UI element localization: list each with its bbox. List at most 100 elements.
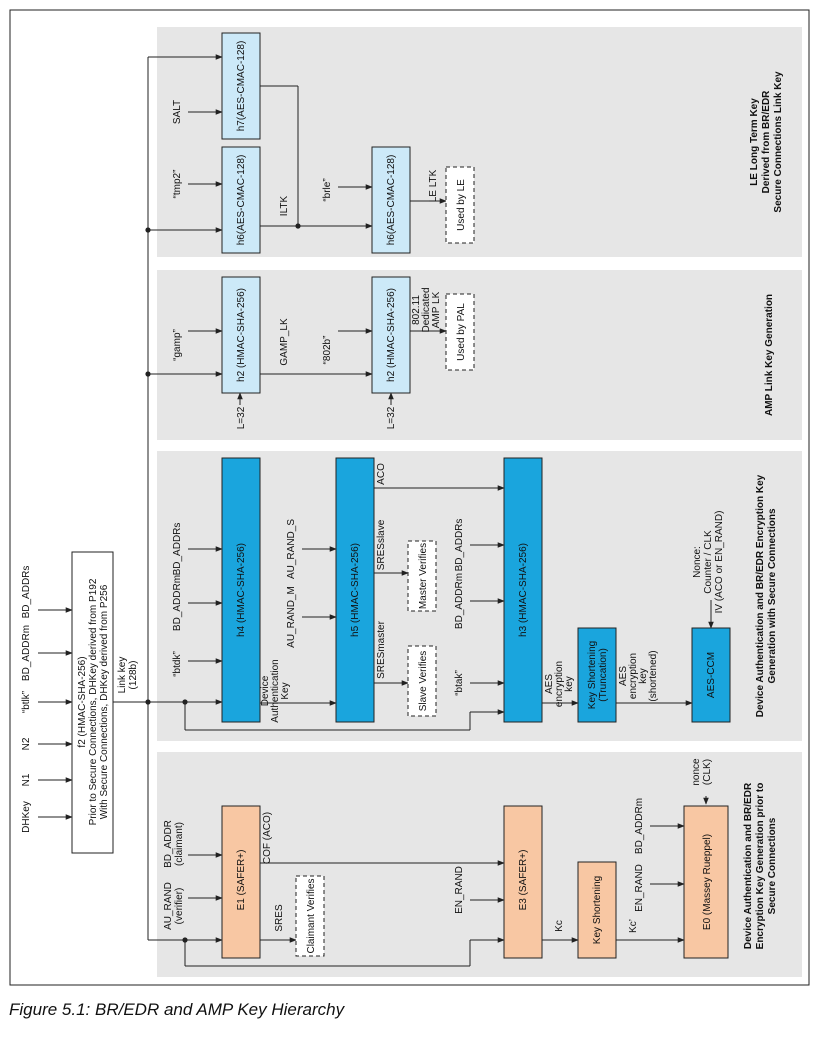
btlk-label: “btlk” bbox=[21, 691, 32, 713]
le-section-title-3: Secure Connections Link Key bbox=[773, 71, 784, 213]
l32b-label: L=32 bbox=[386, 406, 397, 429]
e3-label: E3 (SAFER+) bbox=[518, 850, 529, 911]
gamp-lk-label: GAMP_LK bbox=[279, 318, 290, 366]
key-shortening-truncation-line1: Key Shortening bbox=[587, 641, 598, 709]
amp-lk-line3: AMP LK bbox=[431, 291, 442, 328]
le-section-title-2: Derived from BR/EDR bbox=[761, 90, 772, 194]
e0-label: E0 (Massey Rueppel) bbox=[702, 834, 713, 930]
h2b-box bbox=[371, 276, 411, 394]
junction-dot bbox=[145, 227, 151, 233]
h2b-label: h2 (HMAC-SHA-256) bbox=[386, 288, 397, 382]
au-rand-s-label: AU_RAND_S bbox=[286, 519, 297, 579]
junction-dot bbox=[295, 223, 301, 229]
slave-verifies-label: Slave Verifies bbox=[418, 651, 429, 712]
key-shortening-truncation-line2: (Truncation) bbox=[598, 648, 609, 702]
amp-lk-panel bbox=[157, 270, 802, 440]
btdk-label: “btdk” bbox=[172, 651, 183, 677]
salt-label: SALT bbox=[172, 100, 183, 124]
tmp2-label: “tmp2” bbox=[172, 170, 183, 199]
h7-box bbox=[221, 32, 261, 140]
h3-bd-addrs-label: BD_ADDRs bbox=[454, 519, 465, 572]
sc-bd-addrm-label: BD_ADDRm bbox=[172, 575, 183, 631]
h6a-label: h6(AES-CMAC-128) bbox=[236, 155, 247, 246]
kc-prime-label: Kc’ bbox=[628, 919, 639, 933]
aes-short-line2: encryption bbox=[628, 653, 639, 699]
aes-key-line1: AES bbox=[544, 674, 555, 694]
le-section-title-1: LE Long Term Key bbox=[749, 98, 760, 186]
nonce-line2: Counter / CLK bbox=[703, 530, 714, 594]
f2-line2: Prior to Secure Connections, DHKey deriv… bbox=[88, 578, 99, 825]
aes-short-line4: (shortened) bbox=[648, 650, 659, 701]
btak-label: “btak” bbox=[454, 670, 465, 696]
legacy-title-1: Device Authentication and BR/EDR bbox=[743, 782, 754, 949]
h3-label: h3 (HMAC-SHA-256) bbox=[518, 543, 529, 637]
bd-addrm-label: BD_ADDRm bbox=[21, 625, 32, 681]
e0-box bbox=[683, 805, 729, 959]
h4-box bbox=[221, 457, 261, 723]
key-shortening-truncation-box bbox=[577, 627, 617, 723]
f2-box bbox=[71, 551, 114, 854]
h6a-box bbox=[221, 146, 261, 254]
amp-section-title: AMP Link Key Generation bbox=[764, 294, 775, 416]
master-verifies-label: Master Verifies bbox=[418, 543, 429, 609]
cof-label: COF (ACO) bbox=[262, 812, 273, 864]
figure-caption: Figure 5.1: BR/EDR and AMP Key Hierarchy bbox=[9, 1000, 345, 1019]
aes-ccm-label: AES-CCM bbox=[706, 652, 717, 698]
n2-label: N2 bbox=[21, 737, 32, 750]
sresmaster-label: SRESmaster bbox=[376, 620, 387, 678]
f2-title: f2 (HMAC-SHA-256) bbox=[77, 656, 88, 747]
claimant-verifies-box bbox=[295, 875, 325, 957]
au-rand-m-label: AU_RAND_M bbox=[286, 586, 297, 648]
sres-label: SRES bbox=[274, 904, 285, 932]
e1-box bbox=[221, 805, 261, 959]
dhkey-label: DHKey bbox=[21, 801, 32, 833]
aes-key-line2: encryption bbox=[554, 661, 565, 707]
h2a-box bbox=[221, 276, 261, 394]
aco-label: ACO bbox=[376, 463, 387, 485]
h2a-label: h2 (HMAC-SHA-256) bbox=[236, 288, 247, 382]
h6b-box bbox=[371, 146, 411, 254]
gamp-label: “gamp” bbox=[172, 329, 183, 361]
en-rand-e3-label: EN_RAND bbox=[454, 866, 465, 914]
aes-short-line3: key bbox=[638, 668, 649, 684]
link-key-size: (128b) bbox=[128, 661, 139, 690]
used-by-le-box bbox=[445, 166, 475, 244]
legacy-title-3: Secure Connections bbox=[767, 817, 778, 914]
aes-short-line1: AES bbox=[618, 666, 629, 686]
sc-bd-addrs-label: BD_ADDRs bbox=[172, 523, 183, 576]
e0-bd-addrm-label: BD_ADDRm bbox=[634, 798, 645, 854]
legacy-title-2: Encryption Key Generation prior to bbox=[755, 783, 766, 950]
junction-dot bbox=[145, 371, 151, 377]
le-ltk-panel bbox=[157, 27, 802, 257]
h5-box bbox=[335, 457, 375, 723]
used-by-le-label: Used by LE bbox=[456, 179, 467, 231]
slave-verifies-box bbox=[407, 645, 437, 717]
master-verifies-box bbox=[407, 540, 437, 612]
legacy-nonce-line1: nonce bbox=[691, 758, 702, 786]
au-rand-label: AU_RAND bbox=[163, 882, 174, 930]
brle-label: “brle” bbox=[322, 178, 333, 201]
key-shortening-box bbox=[577, 861, 617, 959]
nonce-line1: Nonce: bbox=[692, 546, 703, 578]
amp-lk-line1: 802.11 bbox=[411, 295, 422, 325]
claimant-label: (claimant) bbox=[174, 822, 185, 866]
e3-box bbox=[503, 805, 543, 959]
bd-addr-label: BD_ADDR bbox=[163, 820, 174, 868]
iltk-label: ILTK bbox=[279, 195, 290, 216]
l32a-label: L=32 bbox=[236, 406, 247, 429]
bd-addrs-label: BD_ADDRs bbox=[21, 566, 32, 619]
junction-dot bbox=[182, 937, 188, 943]
used-by-pal-box bbox=[445, 293, 475, 371]
key-shortening-label: Key Shortening bbox=[592, 876, 603, 944]
legacy-nonce-line2: (CLK) bbox=[702, 759, 713, 785]
e1-label: E1 (SAFER+) bbox=[236, 850, 247, 911]
en-rand-e0-label: EN_RAND bbox=[634, 864, 645, 912]
nonce-line3: IV (ACO or EN_RAND) bbox=[714, 511, 725, 614]
le-ltk-label: LE LTK bbox=[428, 169, 439, 202]
claimant-verifies-label: Claimant Verifies bbox=[306, 878, 317, 953]
dak-line3: Key bbox=[280, 682, 291, 699]
n1-label: N1 bbox=[21, 773, 32, 786]
sc-section-title-1: Device Authentication and BR/EDR Encrypt… bbox=[755, 474, 766, 717]
amp-lk-line2: Dedicated bbox=[421, 287, 432, 332]
